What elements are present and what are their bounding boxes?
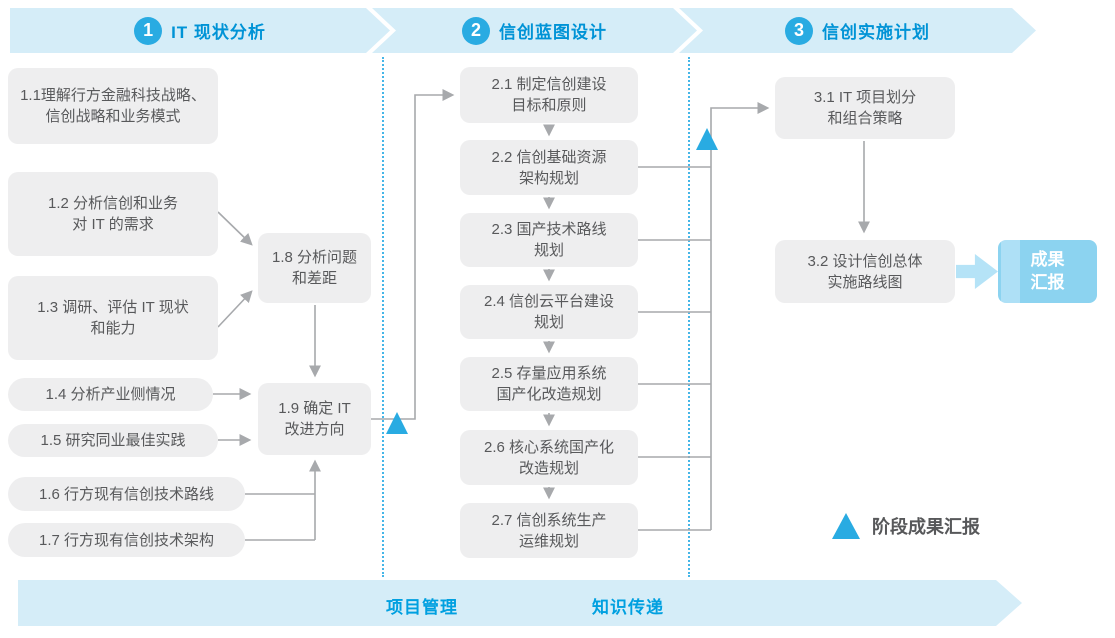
phase-banner-3: 3 信创实施计划	[679, 8, 1036, 53]
box-2-4: 2.4 信创云平台建设 规划	[460, 285, 638, 339]
phase-2-number-badge: 2	[462, 17, 490, 45]
footer-banner	[18, 580, 1022, 626]
box-1-4: 1.4 分析产业侧情况	[8, 378, 213, 411]
box-3-2: 3.2 设计信创总体 实施路线图	[775, 240, 955, 303]
phase-separator-2	[688, 57, 690, 577]
box-1-9: 1.9 确定 IT 改进方向	[258, 383, 371, 455]
legend: 阶段成果汇报	[832, 513, 980, 539]
box-1-7: 1.7 行方现有信创技术架构	[8, 523, 245, 557]
footer-project-management: 项目管理	[386, 598, 458, 617]
legend-label: 阶段成果汇报	[872, 517, 980, 537]
box-1-5: 1.5 研究同业最佳实践	[8, 424, 218, 457]
phase-banner-1: 1 IT 现状分析	[10, 8, 390, 53]
phase-2-label: 信创蓝图设计	[499, 23, 607, 42]
box-2-5: 2.5 存量应用系统 国产化改造规划	[460, 357, 638, 411]
phase-separator-1	[382, 57, 384, 577]
result-box: 成果 汇报	[998, 240, 1097, 303]
phase-3-label: 信创实施计划	[822, 23, 930, 42]
box-2-6: 2.6 核心系统国产化 改造规划	[460, 430, 638, 485]
footer-knowledge-transfer: 知识传递	[592, 598, 664, 617]
phase-banner-2: 2 信创蓝图设计	[372, 8, 697, 53]
box-2-7: 2.7 信创系统生产 运维规划	[460, 503, 638, 558]
phase-1-label: IT 现状分析	[171, 23, 266, 42]
box-3-1: 3.1 IT 项目划分 和组合策略	[775, 77, 955, 139]
box-1-3: 1.3 调研、评估 IT 现状 和能力	[8, 276, 218, 360]
arrow-collector-to-3-1	[710, 102, 770, 530]
box-2-2: 2.2 信创基础资源 架构规划	[460, 140, 638, 195]
box-1-2: 1.2 分析信创和业务 对 IT 的需求	[8, 172, 218, 256]
box-2-1: 2.1 制定信创建设 目标和原则	[460, 67, 638, 123]
box-2-3: 2.3 国产技术路线 规划	[460, 213, 638, 267]
arrow-1-3-to-1-8	[217, 290, 253, 328]
arrow-1-2-to-1-8	[217, 211, 253, 246]
milestone-triangle-phase2	[696, 128, 718, 150]
box-1-1: 1.1理解行方金融科技战略、 信创战略和业务模式	[8, 68, 218, 144]
milestone-triangle-icon	[832, 513, 860, 539]
milestone-triangle-phase1	[386, 412, 408, 434]
result-arrow	[956, 254, 998, 289]
box-1-6: 1.6 行方现有信创技术路线	[8, 477, 245, 511]
box-1-8: 1.8 分析问题 和差距	[258, 233, 371, 303]
phase-3-number-badge: 3	[785, 17, 813, 45]
phase-1-number-badge: 1	[134, 17, 162, 45]
